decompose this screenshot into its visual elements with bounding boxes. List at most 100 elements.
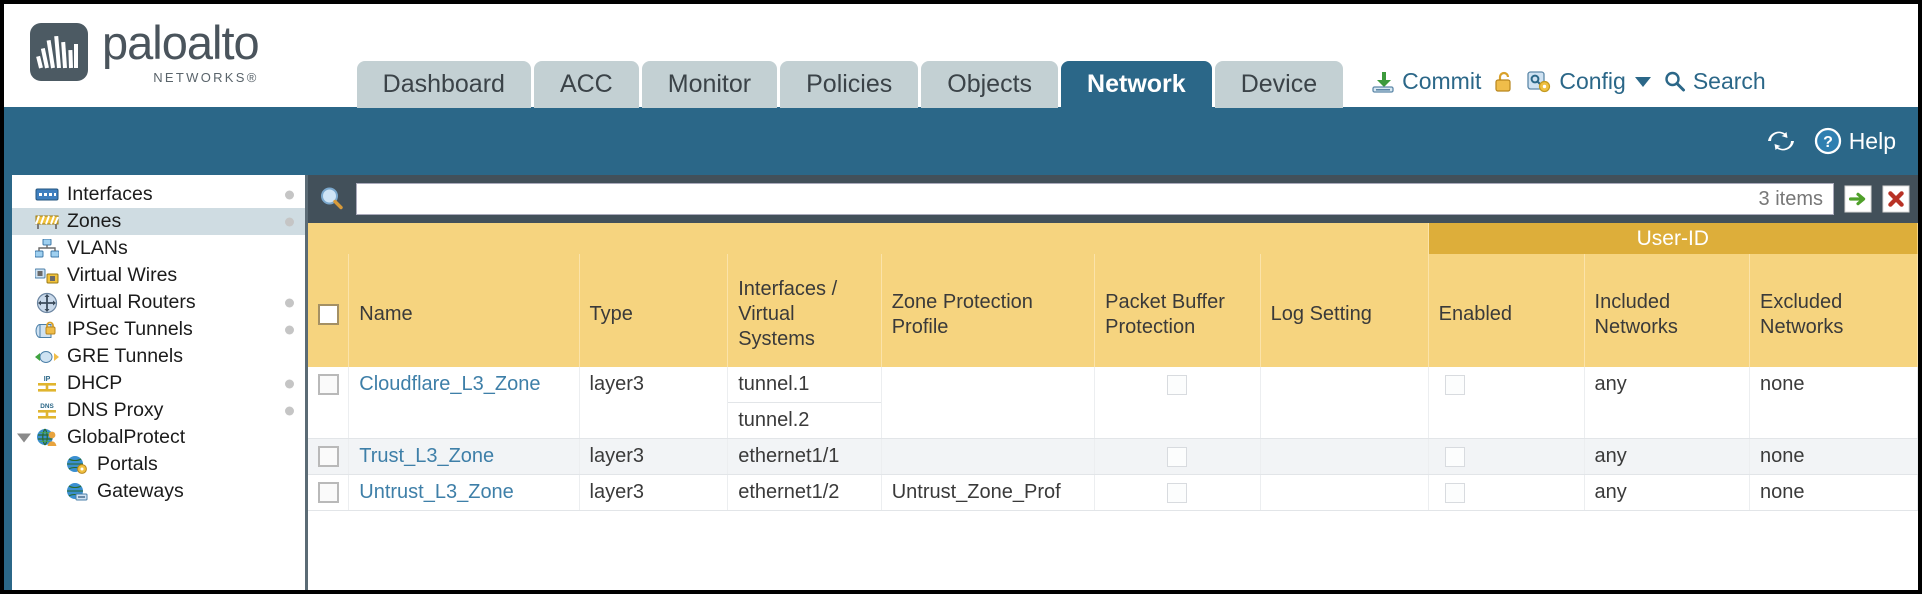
sidebar-nav-list: Interfaces Zones VLANs [12,181,305,505]
sidebar-item-portals[interactable]: Portals [12,451,305,478]
portals-icon [64,455,89,475]
status-dot [285,298,294,307]
cell-packet-buffer[interactable] [1094,438,1261,475]
gre-tunnels-icon [34,347,59,367]
table-row[interactable]: Untrust_L3_Zone layer3 ethernet1/2 Untru… [308,474,1918,511]
column-header-excluded[interactable]: Excluded Networks [1749,254,1918,367]
cell-included-networks: any [1584,438,1751,475]
sidebar-item-label: Interfaces [67,183,153,205]
sidebar-item-label: Zones [67,210,122,232]
table-row[interactable]: Trust_L3_Zone layer3 ethernet1/1 any non… [308,438,1918,475]
ipsec-tunnels-icon [34,320,59,340]
zone-name-link[interactable]: Trust_L3_Zone [359,445,495,467]
tab-device[interactable]: Device [1214,61,1344,108]
cell-packet-buffer[interactable] [1094,474,1261,511]
packet-buffer-checkbox[interactable] [1167,374,1188,395]
row-select-cell[interactable] [308,367,350,439]
tab-monitor[interactable]: Monitor [641,61,778,108]
chevron-down-icon [1634,76,1651,87]
sidebar-item-gre-tunnels[interactable]: GRE Tunnels [12,343,305,370]
cell-type: layer3 [579,438,729,475]
tab-dashboard[interactable]: Dashboard [356,61,531,108]
commit-label: Commit [1402,68,1482,94]
sidebar-item-label: Portals [97,453,158,475]
search-magnifier-icon[interactable] [318,185,346,213]
config-menu[interactable]: Config [1527,68,1651,95]
help-button[interactable]: ? Help [1814,127,1896,155]
cell-userid-enabled[interactable] [1428,367,1585,439]
sidebar-item-dns-proxy[interactable]: DNS DNS Proxy [12,397,305,424]
item-count-label: 3 items [1758,187,1823,210]
group-header-spacer [308,223,1429,254]
sidebar-item-interfaces[interactable]: Interfaces [12,181,305,208]
tab-policies[interactable]: Policies [780,61,919,108]
row-checkbox[interactable] [317,374,339,396]
commit-button[interactable]: Commit [1371,68,1481,95]
search-label: Search [1692,68,1766,94]
brand-tagline: NETWORKS® [153,70,259,85]
cell-userid-enabled[interactable] [1428,474,1585,511]
cell-userid-enabled[interactable] [1428,438,1585,475]
brand-logo[interactable]: paloalto NETWORKS® [4,19,260,107]
cell-name[interactable]: Untrust_L3_Zone [348,474,580,511]
help-question-icon: ? [1814,127,1841,155]
search-button[interactable]: Search [1663,68,1766,95]
packet-buffer-checkbox[interactable] [1167,446,1188,467]
column-header-enabled[interactable]: Enabled [1428,254,1585,367]
tab-network[interactable]: Network [1061,61,1212,108]
refresh-button[interactable] [1766,128,1796,154]
sidebar-item-label: Gateways [97,480,184,502]
zone-name-link[interactable]: Cloudflare_L3_Zone [359,373,541,395]
cell-name[interactable]: Cloudflare_L3_Zone [348,367,580,439]
table-row[interactable]: Cloudflare_L3_Zone layer3 tunnel.1 tunne… [308,367,1918,439]
sidebar-item-label: Virtual Routers [67,291,196,313]
app-header: paloalto NETWORKS® Dashboard ACC Monitor… [4,4,1918,108]
lock-button[interactable] [1493,70,1515,94]
row-select-cell[interactable] [308,438,350,475]
column-header-interfaces[interactable]: Interfaces / Virtual Systems [727,254,882,367]
help-label: Help [1848,127,1896,154]
sidebar-item-vlans[interactable]: VLANs [12,235,305,262]
sidebar-item-globalprotect[interactable]: GlobalProtect [12,424,305,451]
column-header-zone-protection[interactable]: Zone Protection Profile [881,254,1096,367]
column-header-included[interactable]: Included Networks [1584,254,1751,367]
tab-acc[interactable]: ACC [533,61,639,108]
gateways-icon [64,482,89,502]
userid-enabled-checkbox[interactable] [1444,446,1465,467]
sidebar-item-zones[interactable]: Zones [12,208,305,235]
userid-enabled-checkbox[interactable] [1444,482,1465,503]
sidebar-item-virtual-wires[interactable]: Virtual Wires [12,262,305,289]
select-all-header[interactable] [308,254,350,367]
select-all-checkbox[interactable] [317,304,339,326]
main-tabs: Dashboard ACC Monitor Policies Objects N… [356,59,1344,108]
status-dot [285,190,294,199]
zones-icon [34,212,59,232]
row-select-cell[interactable] [308,474,350,511]
cell-excluded-networks: none [1749,438,1918,475]
search-input[interactable]: 3 items [356,183,1834,215]
tab-objects[interactable]: Objects [921,61,1059,108]
main-content: 3 items [308,175,1918,590]
row-checkbox[interactable] [317,482,339,504]
cell-name[interactable]: Trust_L3_Zone [348,438,580,475]
expand-caret-icon[interactable] [17,433,31,442]
packet-buffer-checkbox[interactable] [1167,482,1188,503]
sidebar-item-ipsec-tunnels[interactable]: IPSec Tunnels [12,316,305,343]
row-checkbox[interactable] [317,446,339,468]
cell-zone-protection: Untrust_Zone_Prof [881,474,1096,511]
column-header-name[interactable]: Name [348,254,580,367]
userid-enabled-checkbox[interactable] [1444,374,1465,395]
clear-filter-button[interactable] [1882,185,1910,213]
sidebar-item-virtual-routers[interactable]: Virtual Routers [12,289,305,316]
apply-filter-button[interactable] [1844,185,1872,213]
zone-name-link[interactable]: Untrust_L3_Zone [359,481,514,503]
sidebar-item-label: DNS Proxy [67,399,164,421]
cell-included-networks: any [1584,474,1751,511]
zones-table-head: User-ID Name Type Interfaces / Virtual S… [308,223,1918,367]
column-header-packet-buffer[interactable]: Packet Buffer Protection [1094,254,1261,367]
column-header-log-setting[interactable]: Log Setting [1260,254,1429,367]
column-header-type[interactable]: Type [579,254,729,367]
sidebar-item-gateways[interactable]: Gateways [12,478,305,505]
cell-packet-buffer[interactable] [1094,367,1261,439]
sidebar-item-dhcp[interactable]: IP DHCP [12,370,305,397]
